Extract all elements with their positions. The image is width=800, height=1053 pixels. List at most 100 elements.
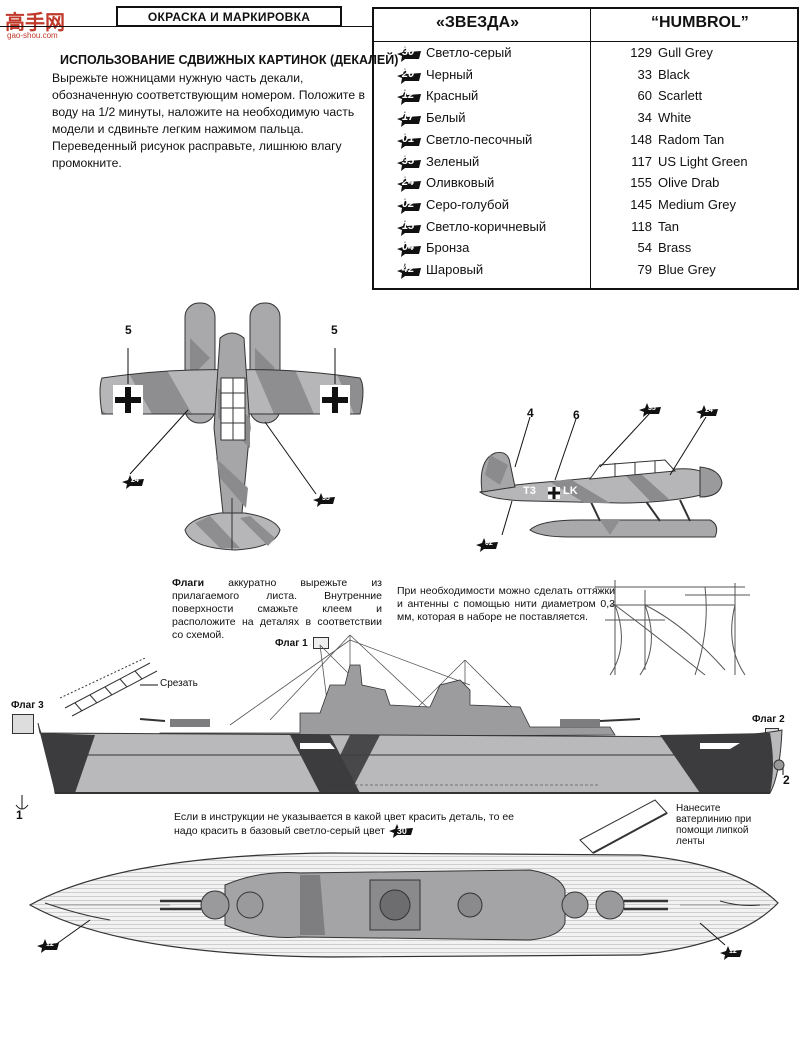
- paint-code: 01: [402, 132, 415, 145]
- star-label: 24: [131, 477, 139, 484]
- base-color-note: Если в инструкции не указывается в какой…: [174, 811, 519, 838]
- rigging-note: При необходимости можно сделать оттяжки …: [397, 585, 615, 623]
- table-header-rule: [374, 41, 797, 42]
- humbrol-number: 118: [631, 218, 652, 234]
- paint-name: Зеленый: [426, 153, 480, 169]
- site-logo: 高手网 gao-shou.com: [5, 6, 85, 40]
- humbrol-number: 145: [630, 196, 652, 212]
- paint-code-badge: 15: [396, 219, 421, 236]
- waterline-tape-detail: [579, 799, 668, 854]
- humbrol-number: 117: [631, 153, 652, 169]
- paint-name: Черный: [426, 66, 473, 82]
- paint-code-badge: 35: [396, 154, 421, 171]
- ladder-detail: [60, 658, 158, 717]
- col-header-zvezda: «ЗВЕЗДА»: [436, 14, 520, 31]
- col-header-humbrol: “HUMBROL”: [651, 14, 749, 31]
- humbrol-number: 34: [637, 110, 652, 126]
- paint-name: Оливковый: [426, 175, 495, 191]
- paint-row: 24 Оливковый 155 Olive Drab: [374, 174, 797, 195]
- ship-top-view: [28, 852, 779, 958]
- paint-name: Шаровый: [426, 262, 484, 277]
- star-callout-12-left: 12: [35, 938, 61, 959]
- paint-code-badge: 02: [396, 197, 421, 214]
- paint-code: 20: [402, 67, 415, 80]
- humbrol-number: 54: [637, 240, 652, 256]
- flag-2-label: Флаг 2: [752, 714, 785, 725]
- humbrol-number: 129: [630, 45, 652, 60]
- code-right: LK: [563, 485, 578, 497]
- plane-top-view: [99, 302, 364, 551]
- label-4: 4: [527, 406, 534, 420]
- paint-table: «ЗВЕЗДА» “HUMBROL” 30 Светло-серый 129 Gull…: [372, 7, 799, 290]
- flag-1-icon: [313, 637, 329, 649]
- flag-3-icon: [12, 714, 34, 734]
- humbrol-name: Gull Grey: [658, 45, 713, 60]
- star-callout-12-right: 12: [718, 945, 744, 966]
- humbrol-number: 148: [630, 131, 652, 147]
- star-callout-35-side: 35: [637, 402, 663, 423]
- humbrol-name: Olive Drab: [658, 175, 720, 191]
- star-callout-24: 24: [120, 474, 146, 495]
- paint-code-badge: 20: [396, 67, 421, 84]
- humbrol-name: Scarlett: [658, 88, 703, 104]
- paint-name: Светло-серый: [426, 45, 512, 60]
- label-6: 6: [573, 408, 580, 422]
- paint-name: Бронза: [426, 240, 470, 256]
- flag-1-label: Флаг 1: [275, 638, 308, 649]
- flags-note: Флаги аккуратно вырежьте из прилагаемого…: [172, 577, 382, 642]
- decals-text: Вырежьте ножницами нужную часть декали, …: [52, 71, 365, 170]
- logo-text: 高手网: [5, 10, 65, 34]
- star-label: 02: [485, 540, 493, 547]
- paint-name: Светло-коричневый: [426, 218, 547, 234]
- flags-note-text: аккуратно вырежьте из прилагаемого листа…: [172, 577, 382, 641]
- paint-code: 17: [402, 111, 415, 124]
- flag-3-label: Флаг 3: [11, 700, 44, 711]
- paint-row: 35 Зеленый 117 US Light Green: [374, 153, 797, 174]
- paint-code: 42: [402, 263, 415, 275]
- star-label: 35: [322, 495, 330, 502]
- star-label: 24: [705, 407, 713, 414]
- humbrol-number: 60: [637, 88, 652, 104]
- paint-code-badge: 42: [396, 263, 421, 279]
- humbrol-name: US Light Green: [658, 153, 748, 169]
- label-5-right: 5: [331, 323, 338, 337]
- paint-code: 12: [402, 89, 415, 102]
- paint-code: 02: [402, 197, 415, 210]
- label-2: 2: [783, 773, 790, 787]
- humbrol-name: White: [658, 110, 692, 126]
- plane-side-view: [478, 412, 723, 538]
- cut-arrow: [140, 684, 158, 686]
- paint-code: 15: [402, 219, 415, 232]
- paint-code-badge: 24: [396, 176, 421, 193]
- code-left: T3: [523, 485, 536, 497]
- paint-row: 30 Светло-серый 129 Gull Grey: [374, 44, 797, 65]
- paint-code-badge: 01: [396, 132, 421, 149]
- paint-code-badge: 04: [396, 241, 421, 258]
- paint-code-badge: 17: [396, 111, 421, 128]
- waterline-note: Нанесите ватерлинию при помощи липкой ле…: [676, 803, 752, 847]
- rigging-detail: [595, 580, 750, 676]
- star-label: 12: [46, 941, 54, 948]
- paint-code: 35: [402, 154, 415, 167]
- paint-code: 24: [402, 176, 415, 189]
- paint-code: 30: [402, 46, 415, 58]
- paint-code: 04: [402, 241, 415, 254]
- table-divider: [590, 9, 591, 288]
- humbrol-name: Tan: [658, 218, 679, 234]
- humbrol-name: Blue Grey: [658, 262, 716, 277]
- humbrol-number: 155: [630, 175, 652, 191]
- decals-title: ИСПОЛЬЗОВАНИЕ СДВИЖНЫХ КАРТИНОК (ДЕКАЛЕЙ…: [60, 53, 399, 67]
- label-5-left: 5: [125, 323, 132, 337]
- star-callout-24-side: 24: [694, 404, 720, 425]
- page-title: ОКРАСКА И МАРКИРОВКА: [116, 6, 342, 27]
- cut-label: Срезать: [160, 678, 198, 689]
- paint-name: Светло-песочный: [426, 131, 533, 147]
- ship-side-view: [15, 634, 785, 810]
